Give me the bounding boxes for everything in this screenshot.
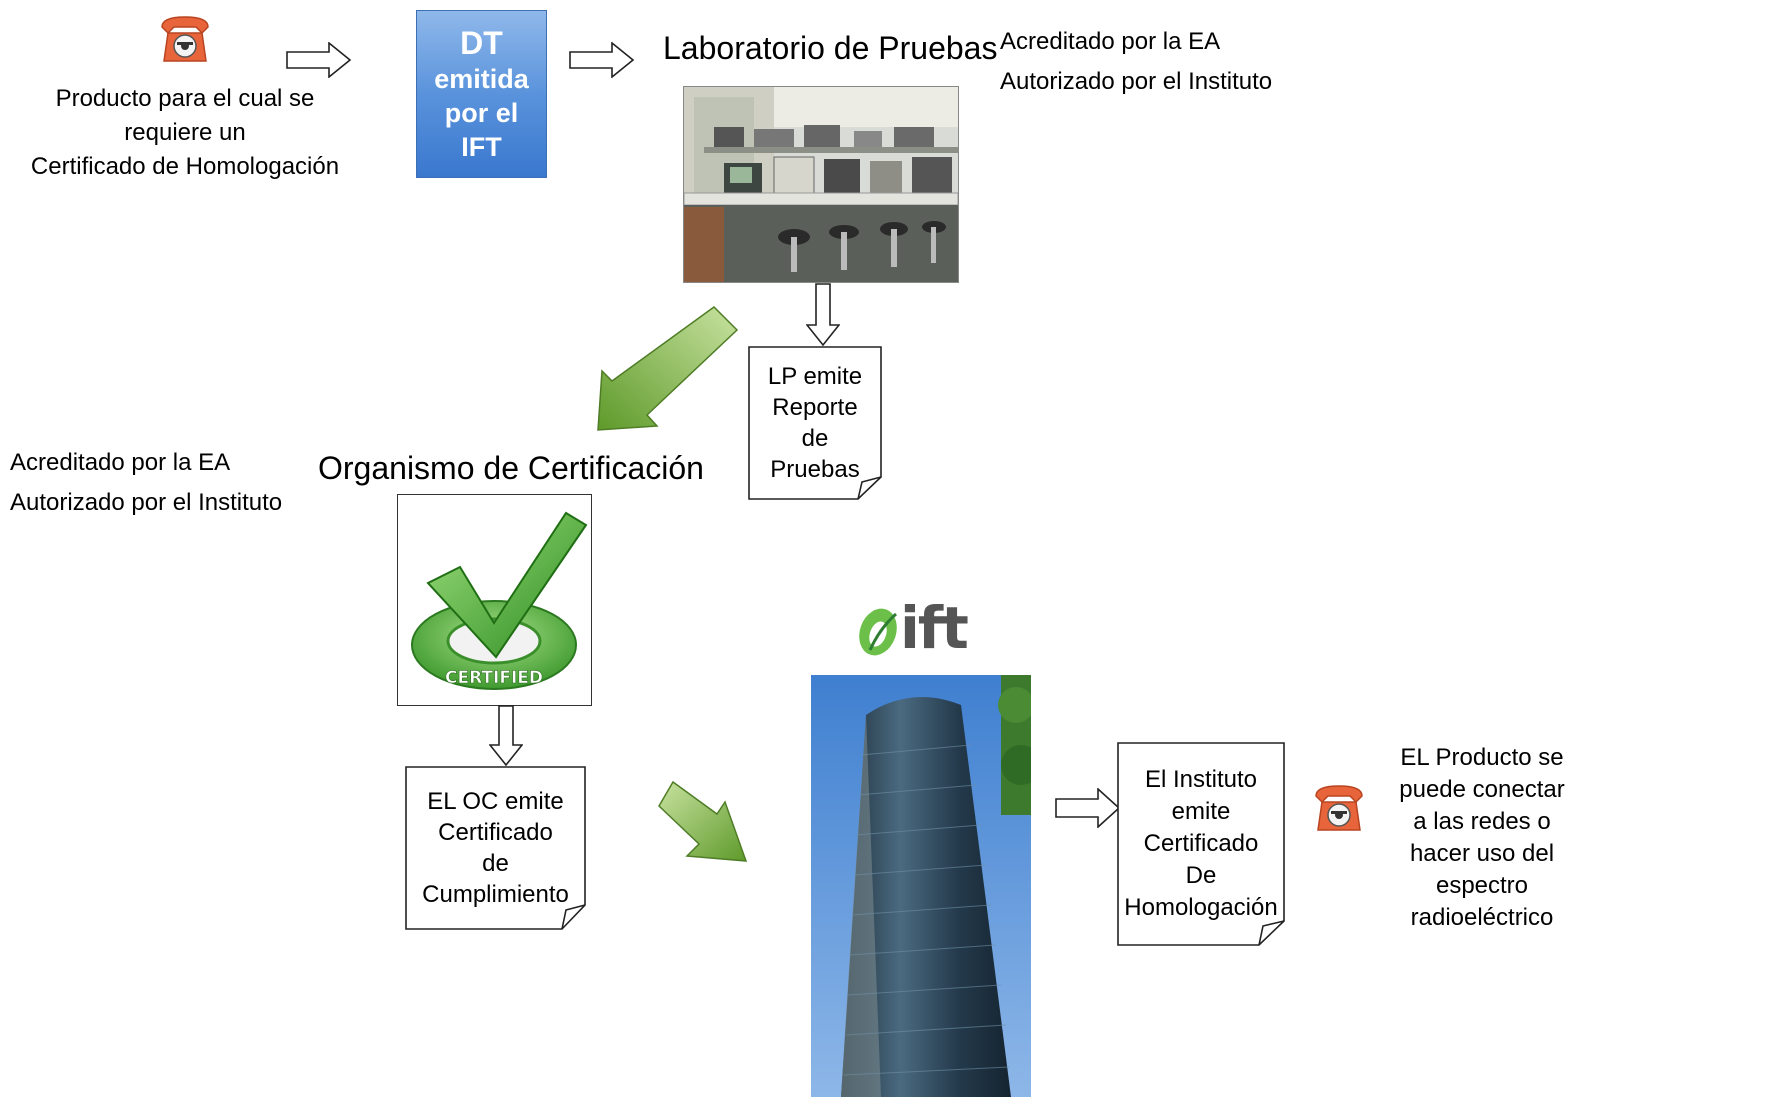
certified-seal-image: CERTIFIED (397, 494, 592, 706)
ift-logo-text: ift (900, 594, 969, 662)
ift-certificate-document: El Instituto emite Certificado De Homolo… (1117, 742, 1285, 946)
arrow-right-icon (1055, 788, 1121, 828)
green-arrow-icon (594, 305, 740, 433)
lab-photo (683, 86, 959, 283)
final-label: EL Producto se puede conectar a las rede… (1399, 744, 1565, 931)
telephone-icon (1311, 782, 1367, 834)
product-label: Producto para el cual se requiere un Cer… (30, 85, 340, 180)
arrow-down-icon (806, 283, 840, 347)
dt-box: DT emitida por el IFT (416, 10, 547, 178)
arrow-down-icon (489, 705, 523, 767)
oc-certificate-document: EL OC emite Certificado de Cumplimiento (405, 766, 586, 930)
ift-building-photo (811, 675, 1031, 1097)
seal-text: CERTIFIED (445, 668, 543, 688)
arrow-right-icon (286, 42, 352, 78)
telephone-icon (158, 13, 212, 65)
green-arrow-icon (657, 780, 749, 864)
arrow-right-icon (569, 42, 635, 78)
lab-report-document: LP emite Reporte de Pruebas (748, 346, 882, 500)
lab-title: Laboratorio de Pruebas (663, 30, 998, 66)
oc-title: Organismo de Certificación (318, 450, 704, 486)
oc-notes: Acreditado por la EA Autorizado por el I… (10, 449, 283, 516)
lab-notes: Acreditado por la EA Autorizado por el I… (1000, 28, 1273, 95)
